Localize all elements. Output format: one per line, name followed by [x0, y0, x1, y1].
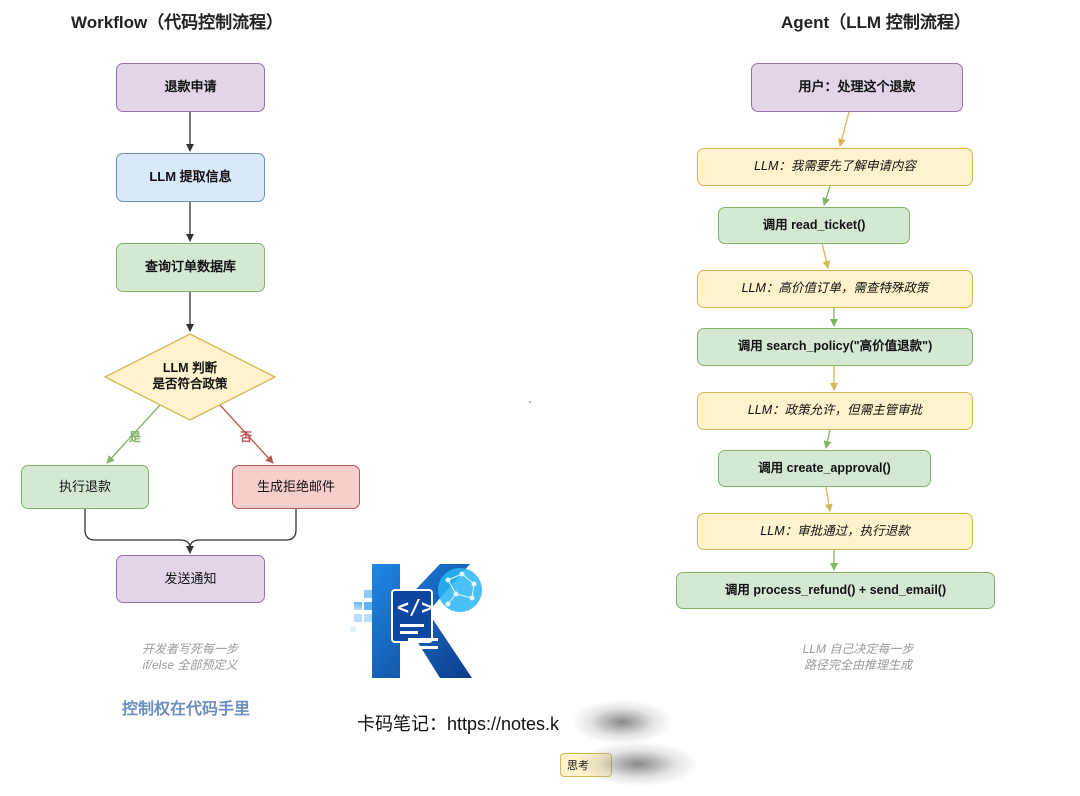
- agent-node-llm-3: LLM：政策允许，但需主管审批: [697, 392, 973, 430]
- edge-llm1-to-call1: [822, 185, 831, 206]
- agent-note: LLM 自己决定每一步 路径完全由推理生成: [802, 642, 914, 673]
- workflow-title: Workflow（代码控制流程）: [71, 13, 284, 32]
- edge-llm3-to-call3: [823, 429, 832, 449]
- agent-node-call-2: 调用 search_policy("高价值退款"): [697, 328, 973, 366]
- agent-node-llm-2: LLM：高价值订单，需查特殊政策: [697, 270, 973, 308]
- agent-node-llm-4: LLM：审批通过，执行退款: [697, 513, 973, 550]
- code-glyph-icon: </>: [397, 595, 434, 619]
- decision-diamond-shape: [103, 333, 277, 421]
- agent-node-call-4: 调用 process_refund() + send_email(): [676, 572, 995, 609]
- workflow-node-execute-refund: 执行退款: [21, 465, 149, 509]
- edge-call3-to-llm4: [824, 486, 833, 512]
- agent-node-call-3: 调用 create_approval(): [718, 450, 931, 487]
- agent-node-call-1: 调用 read_ticket(): [718, 207, 910, 244]
- workflow-node-query-db: 查询订单数据库: [116, 243, 265, 292]
- agent-node-user: 用户：处理这个退款: [751, 63, 963, 112]
- edge-call1-to-llm2: [821, 242, 831, 269]
- logo-graphic: [350, 564, 482, 678]
- workflow-note: 开发者写死每一步 if/else 全部预定义: [141, 642, 238, 673]
- watermark-text: 卡码笔记：https://notes.k: [357, 714, 560, 734]
- edge-reject-to-notice: [189, 508, 297, 549]
- edge-label-yes: 是: [129, 430, 142, 444]
- workflow-node-refund-request: 退款申请: [116, 63, 265, 112]
- watermark-smear-2: [578, 742, 698, 786]
- workflow-node-reject-email: 生成拒绝邮件: [232, 465, 360, 509]
- workflow-node-decision-label: LLM 判断 是否符合政策: [152, 361, 228, 391]
- watermark-smear-1: [572, 700, 672, 744]
- agent-title: Agent（LLM 控制流程）: [781, 13, 971, 32]
- edge-refund-to-notice: [84, 508, 191, 549]
- watermark-logo: </>: [348, 562, 493, 680]
- stray-dot: [529, 401, 531, 403]
- edge-decision-no: [219, 404, 274, 464]
- edge-label-no: 否: [240, 430, 253, 444]
- workflow-node-send-notice: 发送通知: [116, 555, 265, 603]
- edge-decision-yes: [106, 404, 161, 464]
- workflow-emphasis: 控制权在代码手里: [122, 701, 251, 718]
- edge-user-to-llm1: [837, 111, 850, 147]
- agent-node-llm-1: LLM：我需要先了解申请内容: [697, 148, 973, 186]
- workflow-node-llm-extract: LLM 提取信息: [116, 153, 265, 202]
